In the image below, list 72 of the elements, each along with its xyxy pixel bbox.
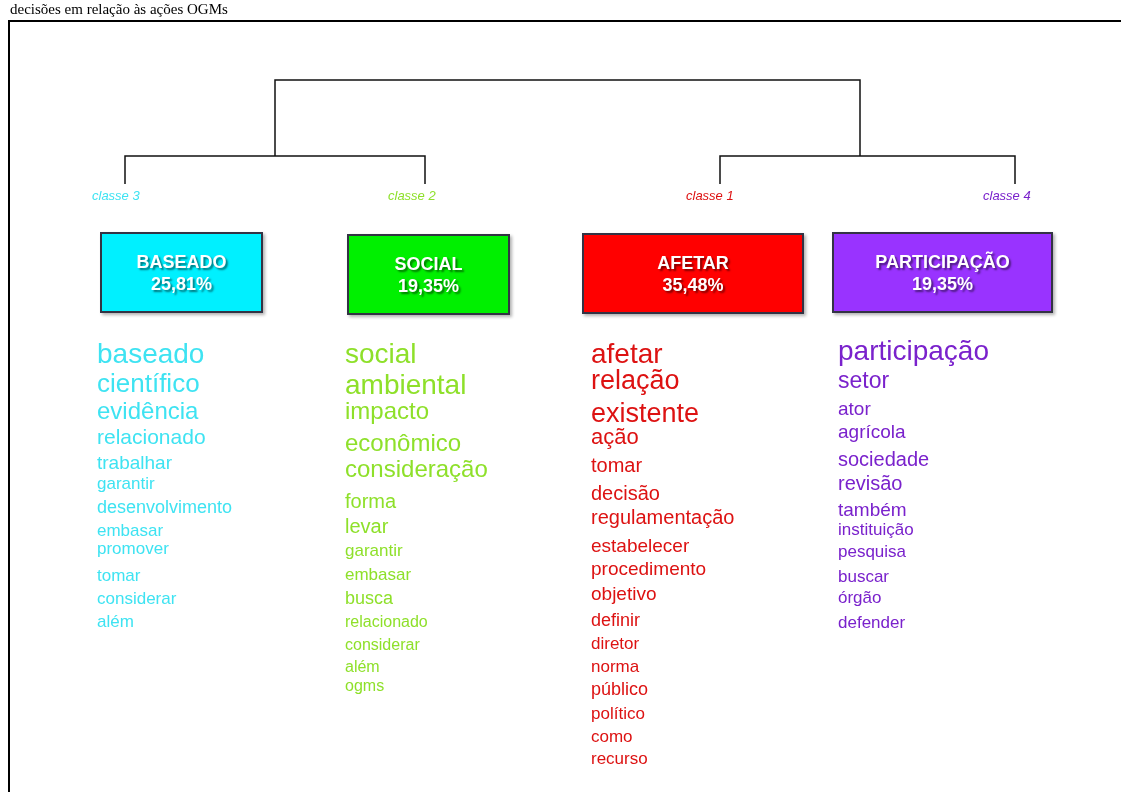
word: garantir: [97, 474, 155, 492]
word: afetar: [591, 339, 663, 368]
word: evidência: [97, 398, 199, 423]
class-name: BASEADO: [136, 250, 227, 273]
word: pesquisa: [838, 542, 907, 560]
word: buscar: [838, 567, 890, 585]
word: tomar: [591, 455, 643, 475]
word: promover: [97, 539, 169, 557]
class-label: classe 3: [92, 189, 140, 203]
word: relacionado: [345, 614, 428, 631]
word: levar: [345, 516, 389, 536]
class-box: [347, 234, 510, 315]
word: participação: [838, 336, 989, 365]
word: consideração: [345, 456, 488, 481]
word: ogms: [345, 678, 385, 695]
word: agrícola: [838, 421, 906, 441]
class-percentage: 35,48%: [662, 273, 724, 296]
word: além: [345, 659, 380, 676]
word: embasar: [345, 565, 412, 583]
word: também: [838, 499, 907, 519]
word: baseado: [97, 339, 205, 368]
title: decisões em relação às ações OGMs: [10, 0, 228, 18]
word: relacionado: [97, 426, 206, 448]
class-label: classe 2: [388, 189, 436, 203]
class-name: AFETAR: [657, 251, 729, 274]
word: social: [345, 339, 417, 368]
word: trabalhar: [97, 452, 172, 472]
word: como: [591, 727, 633, 745]
word: tomar: [97, 566, 141, 584]
word: econômico: [345, 430, 462, 455]
class-percentage: 19,35%: [911, 272, 974, 295]
word: relação: [591, 367, 680, 395]
class-percentage: 25,81%: [150, 272, 213, 295]
word: além: [97, 612, 134, 630]
class-name: SOCIAL: [394, 252, 463, 275]
word: embasar: [97, 521, 164, 539]
word: impacto: [345, 398, 430, 423]
word: desenvolvimento: [97, 498, 233, 517]
word: órgão: [838, 588, 882, 606]
word: norma: [591, 657, 640, 675]
word: diretor: [591, 634, 640, 652]
word: setor: [838, 369, 890, 393]
class-label: classe 1: [686, 189, 734, 203]
word: instituição: [838, 520, 914, 538]
word: revisão: [838, 473, 903, 493]
class-box: [582, 233, 804, 314]
word: ator: [838, 398, 871, 418]
word: garantir: [345, 541, 403, 559]
word: político: [591, 704, 645, 722]
word: científico: [97, 369, 200, 396]
word: procedimento: [591, 558, 707, 578]
class-percentage: 19,35%: [397, 274, 460, 297]
word: definir: [591, 611, 641, 630]
class-name: PARTICIPAÇÃO: [875, 250, 1010, 273]
class-label: classe 4: [983, 189, 1031, 203]
word: busca: [345, 589, 394, 608]
class-box: [832, 232, 1053, 313]
word: ação: [591, 425, 639, 448]
word: objetivo: [591, 583, 657, 603]
word: ambiental: [345, 370, 467, 399]
word: sociedade: [838, 449, 930, 469]
word: regulamentação: [591, 507, 735, 527]
class-box: [100, 232, 263, 313]
word: defender: [838, 613, 906, 631]
word: estabelecer: [591, 535, 690, 555]
word: forma: [345, 491, 397, 511]
word: considerar: [97, 589, 177, 607]
word: público: [591, 680, 649, 699]
word: recurso: [591, 749, 648, 767]
word: considerar: [345, 637, 420, 654]
word: existente: [591, 400, 700, 428]
word: decisão: [591, 483, 660, 503]
